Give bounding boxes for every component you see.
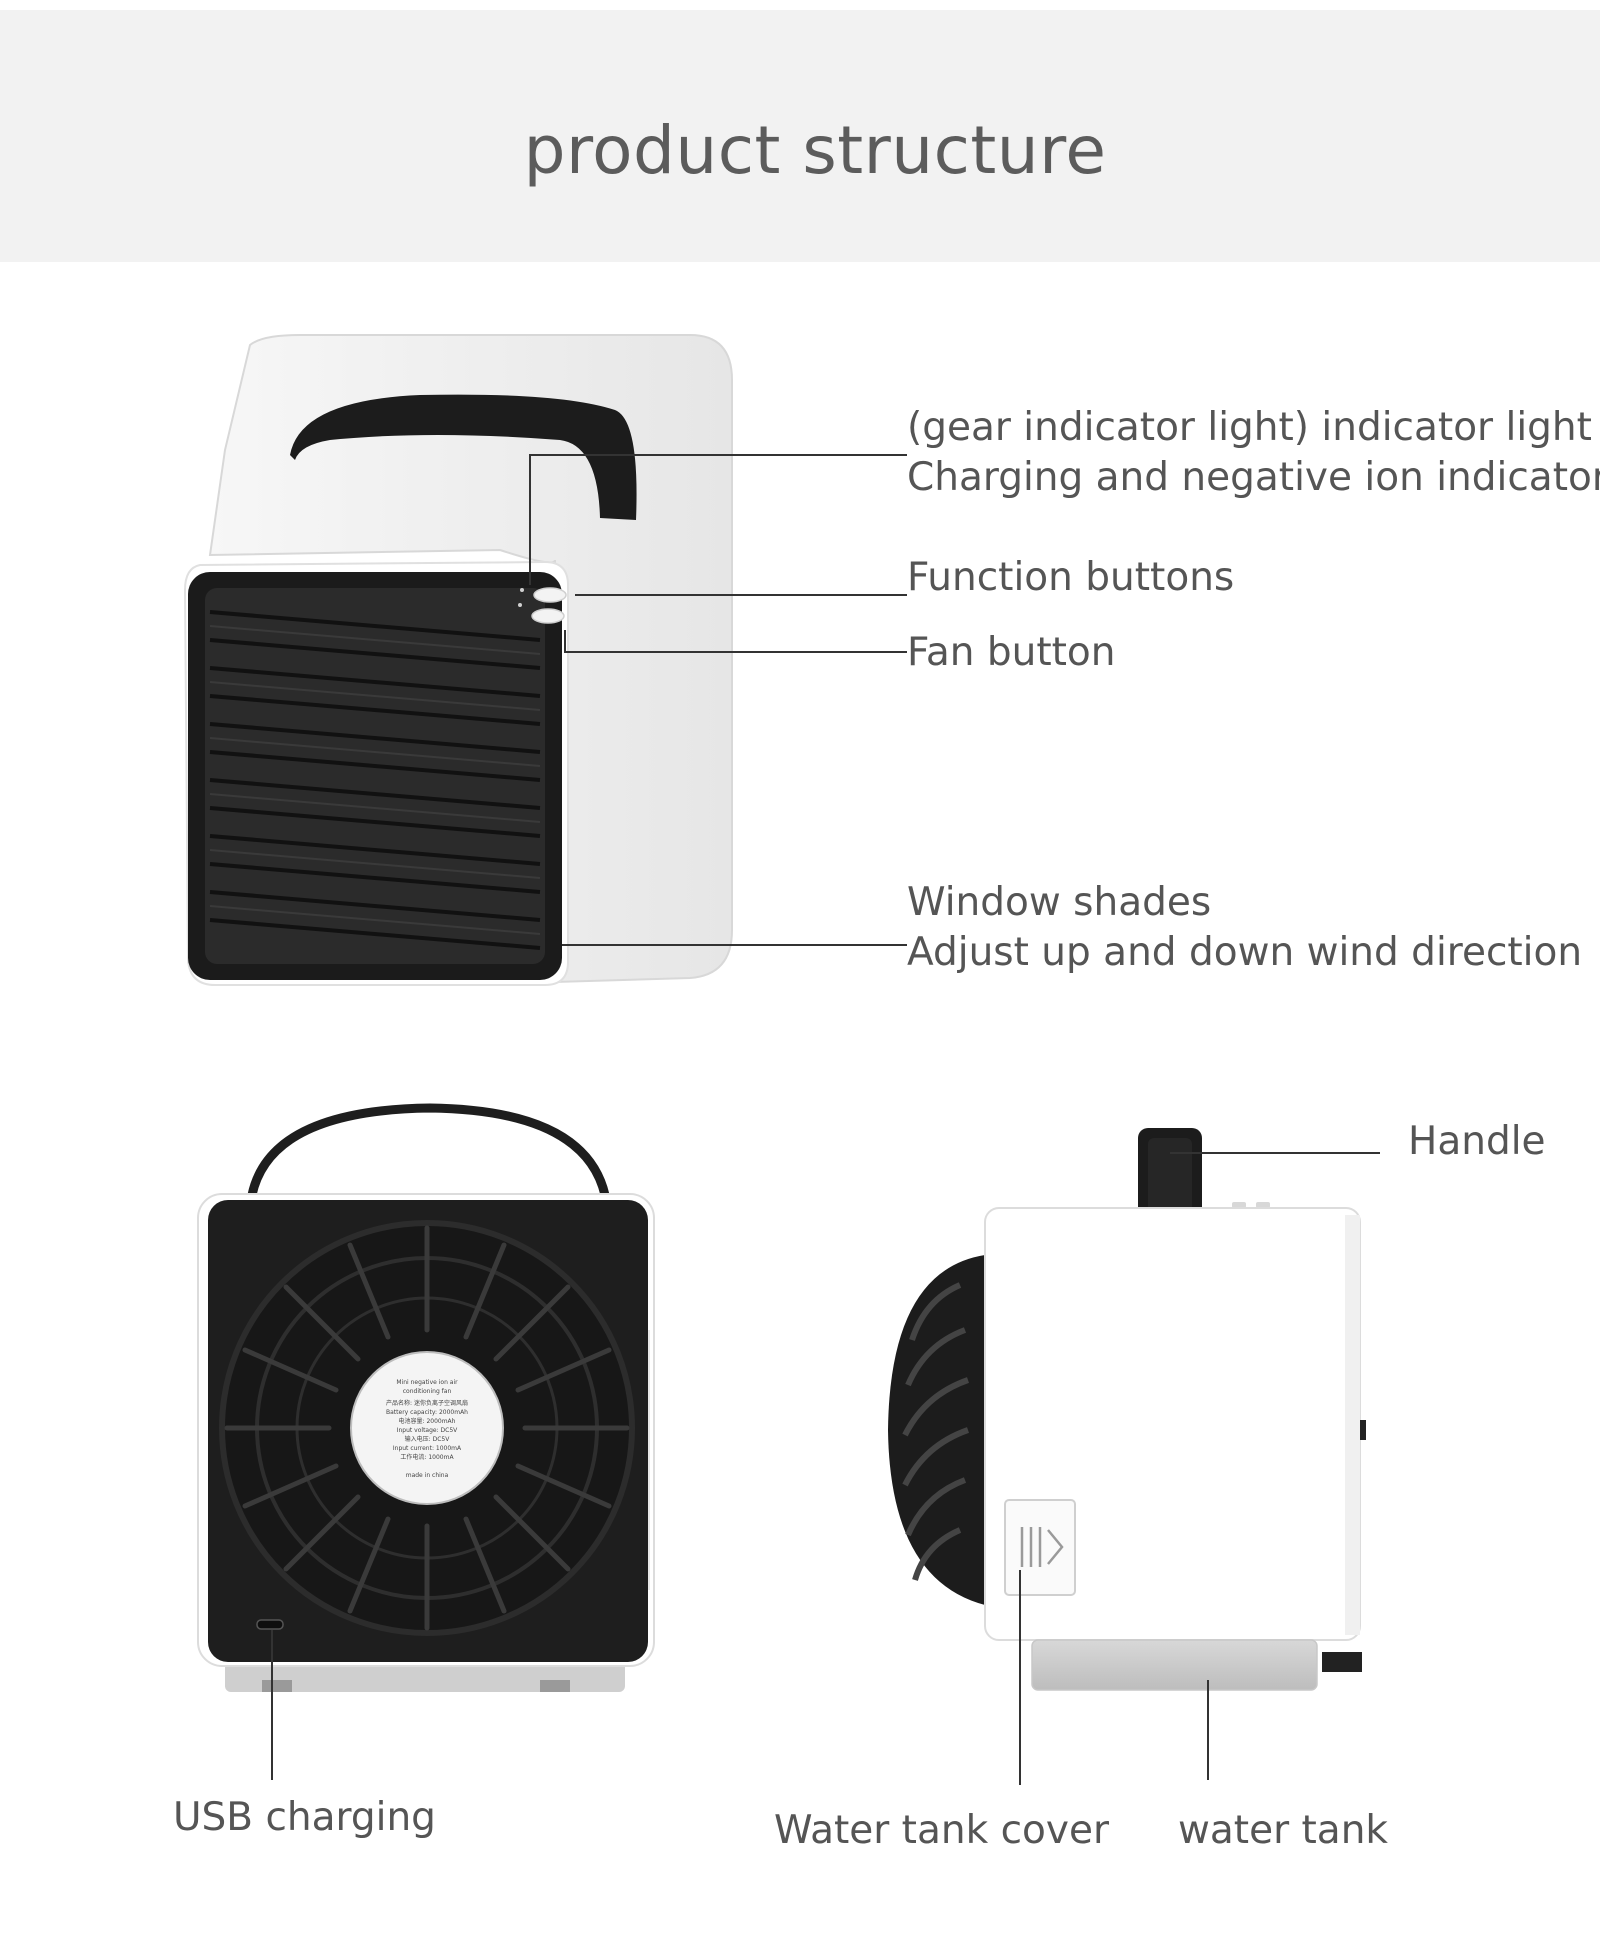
label-plate-line: 输入电压: DC5V xyxy=(405,1435,451,1443)
label-plate-line: 产品名称: 迷你负离子空调风扇 xyxy=(386,1399,468,1407)
label-plate xyxy=(350,1351,504,1505)
label-plate-line: Input current: 1000mA xyxy=(393,1445,462,1452)
product-angle-view xyxy=(183,334,733,986)
label-plate-line: Input voltage: DC5V xyxy=(397,1427,458,1434)
callout-function-buttons: Function buttons xyxy=(907,555,1235,600)
label-plate-line: Mini negative ion air xyxy=(396,1379,458,1386)
callout-charging-indicator: Charging and negative ion indicator xyxy=(907,455,1600,500)
product-back-view: Mini negative ion air conditioning fan 产… xyxy=(197,1103,655,1692)
callout-handle: Handle xyxy=(1408,1119,1546,1164)
label-plate-text: Mini negative ion air conditioning fan 产… xyxy=(386,1379,468,1479)
callout-usb-charging: USB charging xyxy=(173,1795,436,1840)
callout-indicator-light: (gear indicator light) indicator light xyxy=(907,405,1592,450)
label-plate-line: conditioning fan xyxy=(403,1388,452,1395)
callout-water-tank-cover: Water tank cover xyxy=(774,1808,1109,1853)
header-band xyxy=(0,10,1600,262)
callout-wind-direction: Adjust up and down wind direction xyxy=(907,930,1583,975)
callout-fan-button: Fan button xyxy=(907,630,1116,675)
callout-window-shades: Window shades xyxy=(907,880,1212,925)
callout-water-tank: water tank xyxy=(1178,1808,1389,1853)
usb-port xyxy=(256,1619,284,1630)
label-plate-line: Battery capacity: 2000mAh xyxy=(386,1409,468,1416)
label-plate-line: made in china xyxy=(406,1472,449,1479)
page-title: product structure xyxy=(523,112,1107,189)
label-plate-line: 工作电流: 1000mA xyxy=(400,1453,454,1461)
leader-lines-top xyxy=(529,454,907,946)
product-side-view xyxy=(888,1128,1366,1691)
leader-lines-bottom xyxy=(271,1152,1380,1785)
label-plate-line: 电池容量: 2000mAh xyxy=(399,1417,456,1425)
